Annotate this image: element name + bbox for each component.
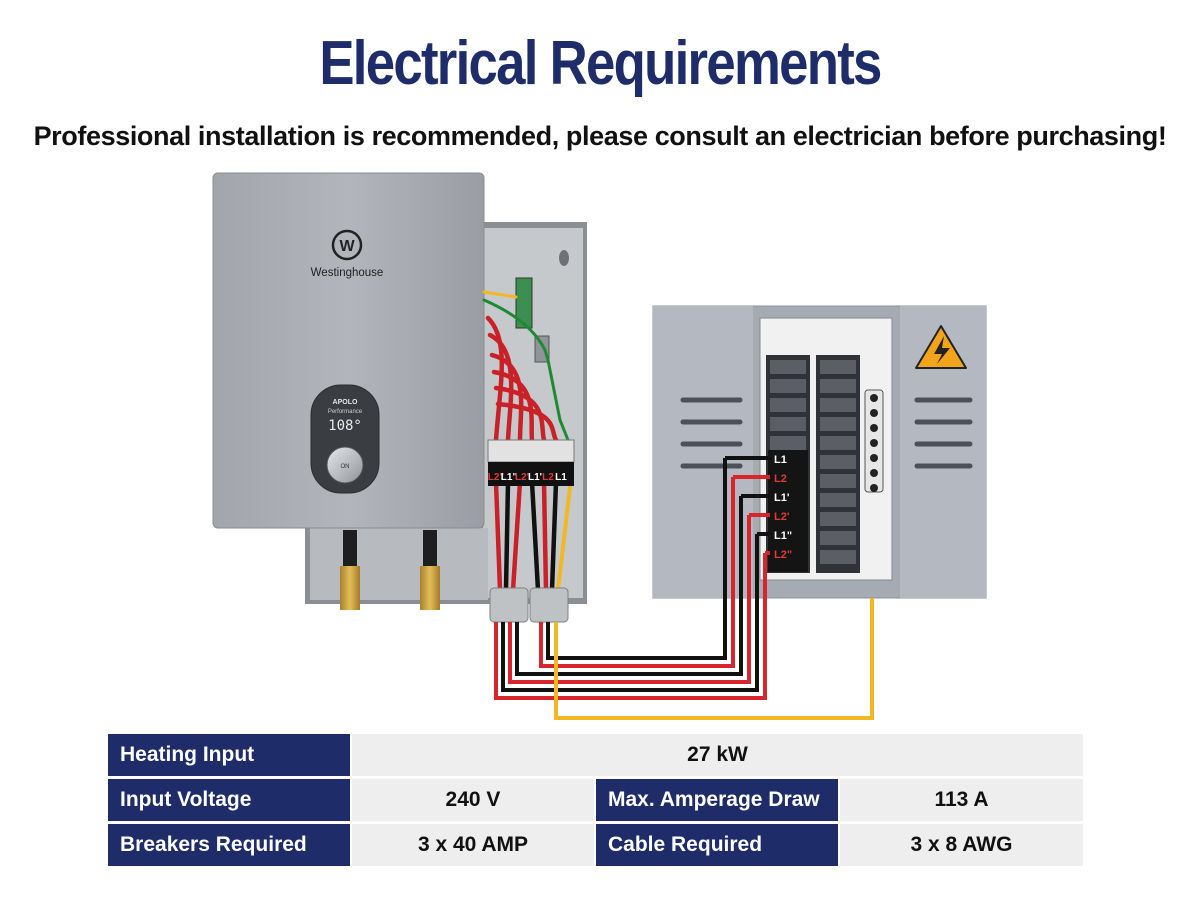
cold-water-inlet xyxy=(340,566,360,610)
mounting-hole-icon xyxy=(559,250,569,266)
wire-l2-prime xyxy=(508,515,751,684)
table-row: Input Voltage 240 V Max. Amperage Draw 1… xyxy=(108,779,1083,821)
cable-required-value: 3 x 8 AWG xyxy=(840,824,1083,866)
breaker-label-l1-double: L1" xyxy=(774,530,792,542)
heating-input-value: 27 kW xyxy=(352,734,1083,776)
panel-vents xyxy=(680,397,973,469)
display-model: APOLO xyxy=(333,399,358,406)
page-subtitle: Professional installation is recommended… xyxy=(33,121,1167,151)
display-model-sub: Performance xyxy=(328,409,363,415)
terminal-label-l1: L1 xyxy=(555,472,567,483)
dial-label: ON xyxy=(341,464,350,470)
wire-l2-double xyxy=(494,553,767,700)
water-heater: W Westinghouse APOLO Performance 108° ON xyxy=(212,172,587,610)
wire-ground xyxy=(554,598,874,720)
terminal-block xyxy=(487,439,575,486)
field-wiring xyxy=(494,456,874,720)
breakers-required-value: 3 x 40 AMP xyxy=(352,824,594,866)
max-amperage-label: Max. Amperage Draw xyxy=(596,779,838,821)
breakers-required-label: Breakers Required xyxy=(108,824,350,866)
input-voltage-value: 240 V xyxy=(352,779,594,821)
heater-front-cover xyxy=(212,172,485,529)
breaker-label-l2-double: L2" xyxy=(774,549,792,561)
spec-table: Heating Input 27 kW Input Voltage 240 V … xyxy=(108,731,1083,869)
terminal-label-l2-double: L2" xyxy=(488,472,505,483)
wiring-diagram: W Westinghouse APOLO Performance 108° ON xyxy=(212,172,987,720)
table-row: Breakers Required 3 x 40 AMP Cable Requi… xyxy=(108,824,1083,866)
circuit-board xyxy=(515,277,533,329)
terminal-label-l1-prime: L1' xyxy=(528,472,542,483)
terminal-label-l1-double: L1" xyxy=(501,472,518,483)
wire-l1-prime xyxy=(515,496,743,676)
heater-brand: Westinghouse xyxy=(311,267,384,279)
control-dial xyxy=(326,446,364,484)
heating-input-label: Heating Input xyxy=(108,734,350,776)
high-voltage-warning-icon xyxy=(915,325,967,369)
hot-water-outlet xyxy=(420,566,440,610)
max-amperage-value: 113 A xyxy=(840,779,1083,821)
input-voltage-label: Input Voltage xyxy=(108,779,350,821)
temperature-display: 108° xyxy=(328,418,362,434)
breaker-label-l2-prime: L2' xyxy=(774,511,790,523)
breaker-label-l2: L2 xyxy=(774,473,787,485)
wire-l2 xyxy=(539,477,735,668)
heater-internal-wiring xyxy=(482,290,574,593)
terminal-label-l2: L2 xyxy=(542,472,554,483)
logo-mark: W xyxy=(339,238,355,255)
cable-glands xyxy=(489,587,569,623)
breaker-panel xyxy=(652,305,987,599)
terminal-label-l2-prime: L2' xyxy=(515,472,529,483)
page-title: Electrical Requirements xyxy=(319,29,882,98)
breaker-label-l1: L1 xyxy=(774,454,787,466)
wire-l1 xyxy=(546,458,727,660)
breaker-label-l1-prime: L1' xyxy=(774,492,790,504)
breaker-rows xyxy=(766,355,884,573)
table-row: Heating Input 27 kW xyxy=(108,734,1083,776)
cable-required-label: Cable Required xyxy=(596,824,838,866)
westinghouse-logo-icon xyxy=(331,229,363,261)
wire-l1-double xyxy=(501,534,759,692)
